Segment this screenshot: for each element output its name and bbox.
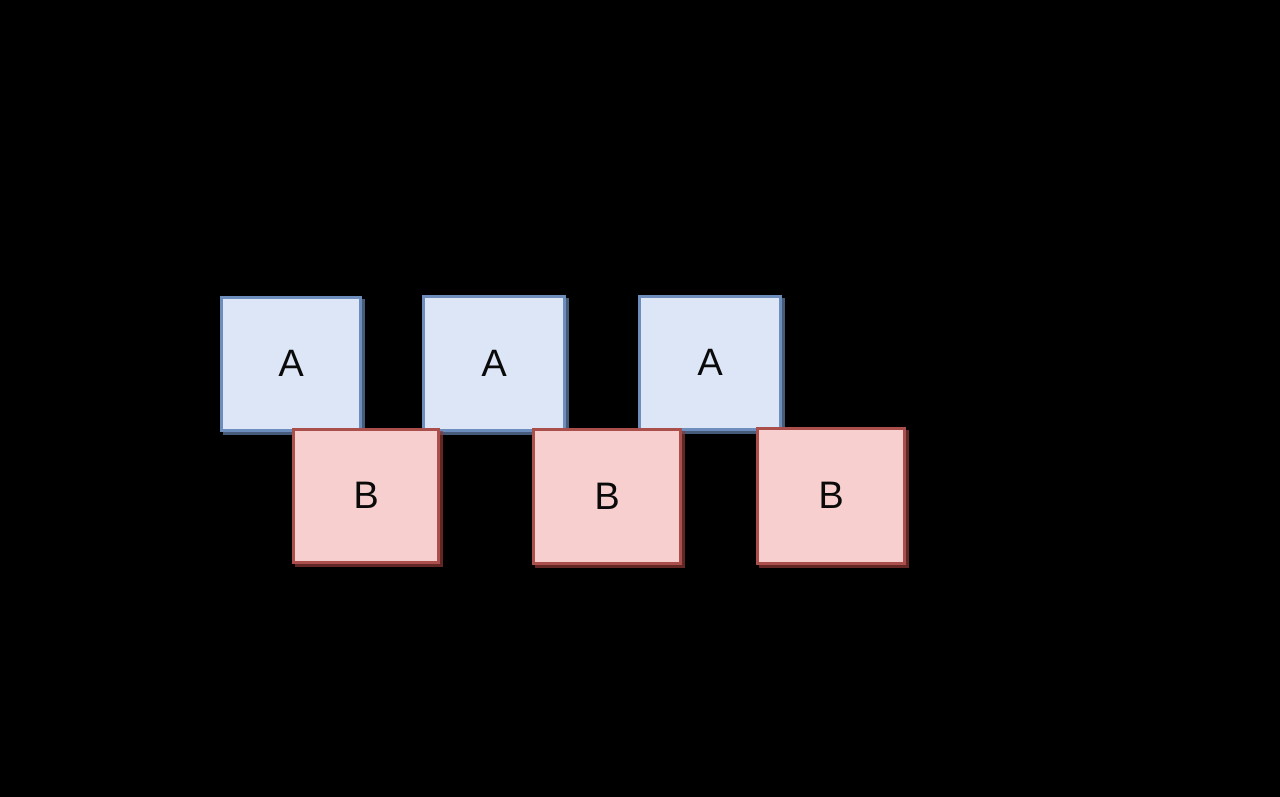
box-a-2-label: A bbox=[481, 342, 507, 385]
box-a-1: A bbox=[220, 296, 362, 432]
box-b-1: B bbox=[292, 428, 440, 564]
box-b-2-label: B bbox=[594, 475, 620, 518]
box-a-2: A bbox=[422, 295, 566, 432]
box-a-3: A bbox=[638, 295, 782, 431]
box-a-3-label: A bbox=[697, 342, 723, 384]
box-b-3-label: B bbox=[818, 475, 844, 517]
box-b-3: B bbox=[756, 427, 906, 565]
box-a-1-label: A bbox=[278, 343, 304, 385]
box-b-2: B bbox=[532, 428, 682, 565]
box-b-1-label: B bbox=[353, 475, 379, 517]
